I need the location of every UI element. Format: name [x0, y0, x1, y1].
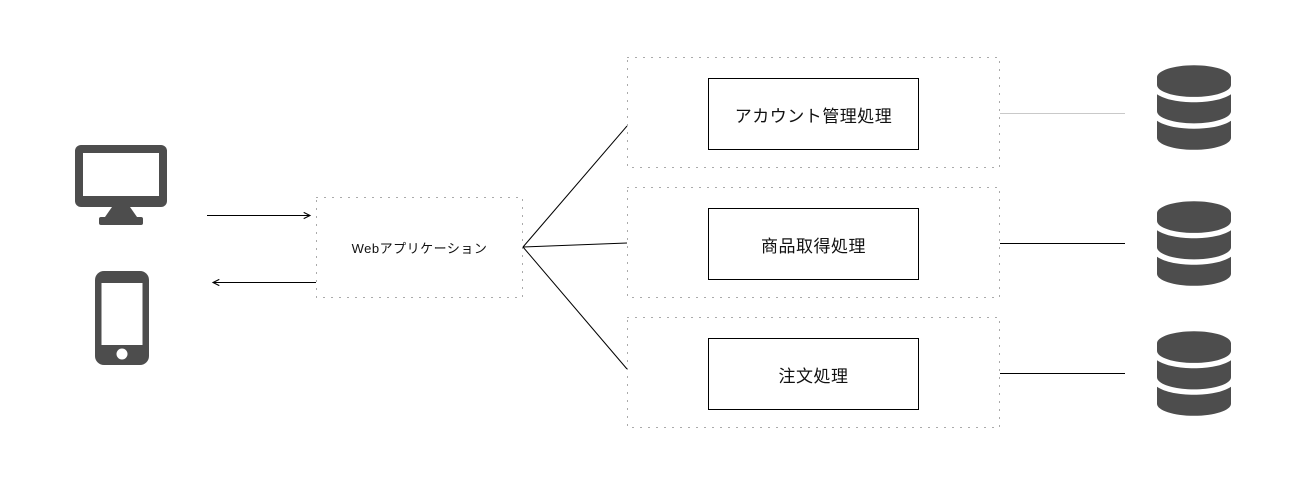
database-icon [1157, 62, 1231, 153]
webapp-dotted-frame [316, 197, 523, 298]
database-icon [1157, 328, 1231, 419]
connector-webapp-to-product [522, 242, 628, 248]
order-process-node: 注文処理 [708, 338, 919, 410]
account-process-group: アカウント管理処理 [627, 57, 1000, 168]
desktop-monitor-icon [75, 145, 167, 225]
connector-webapp-to-account [522, 125, 628, 248]
webapp-node: Webアプリケーション [351, 240, 488, 256]
smartphone-icon [95, 271, 149, 365]
product-process-node: 商品取得処理 [708, 208, 919, 280]
account-process-node: アカウント管理処理 [708, 78, 919, 150]
product-process-group: 商品取得処理 [627, 187, 1000, 298]
connector-webapp-to-order [522, 246, 628, 370]
database-icon [1157, 198, 1231, 289]
order-process-group: 注文処理 [627, 317, 1000, 428]
